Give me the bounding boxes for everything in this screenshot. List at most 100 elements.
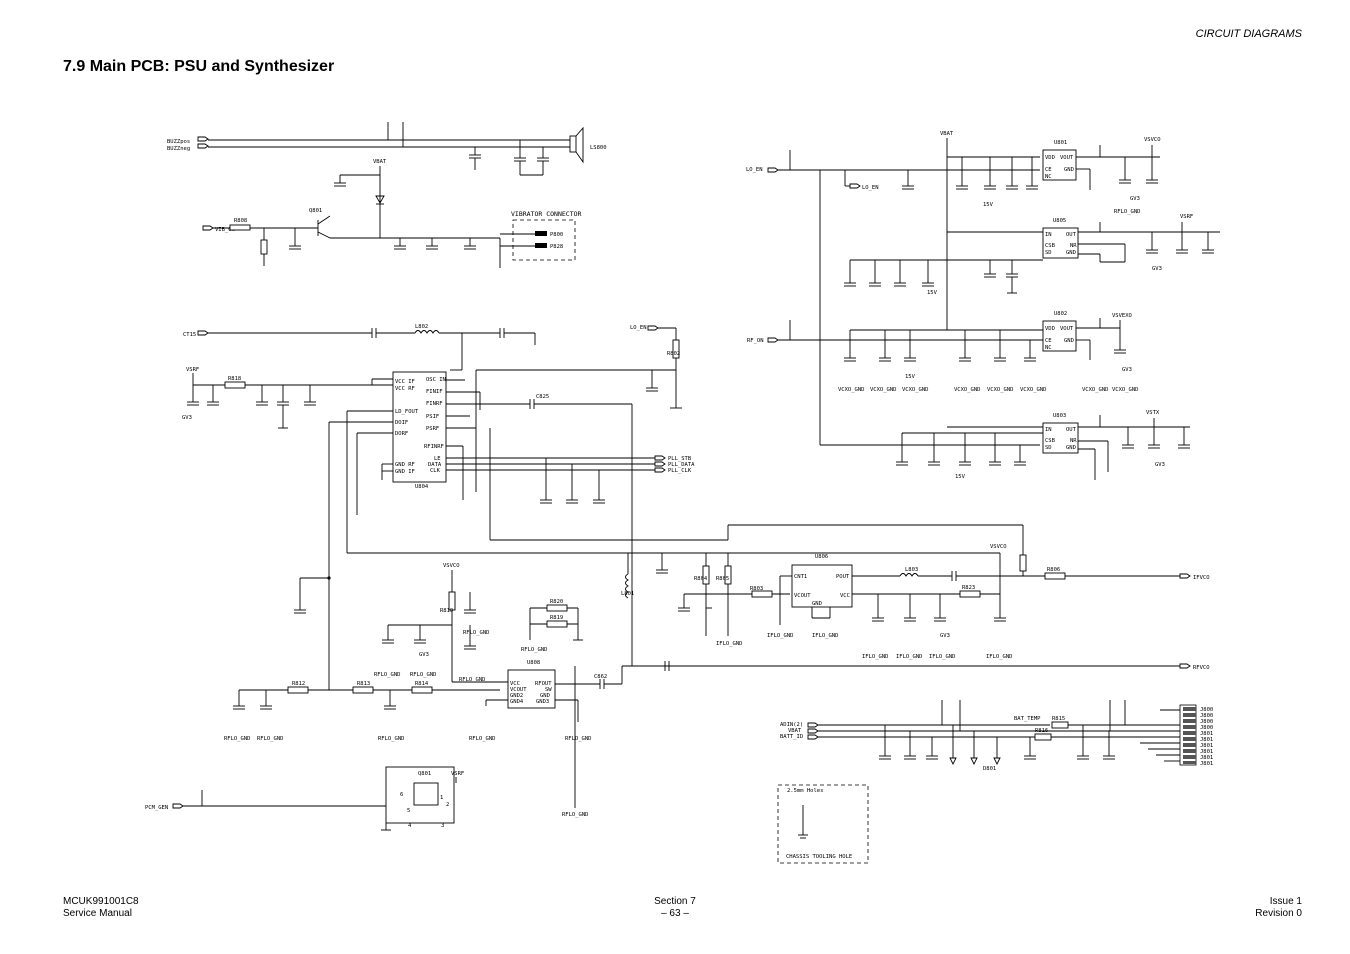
u802-pin-vout: VOUT xyxy=(1060,326,1074,332)
u803-pin-in: IN xyxy=(1045,427,1052,433)
vibrator-connector-title: VIBRATOR CONNECTOR xyxy=(511,210,582,218)
vcxo-gnd-h: VCXO_GND xyxy=(1112,387,1139,393)
u808-pin-gnd3: GND3 xyxy=(536,699,549,705)
net-label-vbat-conn: VBAT xyxy=(788,728,802,734)
u802-pin-gnd: GND xyxy=(1064,338,1074,344)
net-label-ct15: CT15 xyxy=(183,332,196,338)
u803-pin-out: OUT xyxy=(1066,427,1077,433)
u806-pin-vcc: VCC xyxy=(840,593,850,599)
u805-pin-in: IN xyxy=(1045,232,1052,238)
vcxo-gnd-a: VCXO_GND xyxy=(838,387,865,393)
iflo-gnd-d: IFLO_GND xyxy=(862,654,889,660)
q801-pin6: 6 xyxy=(400,792,403,798)
r805-label: R805 xyxy=(716,576,729,582)
gv3-label-b: GV3 xyxy=(419,652,429,658)
r802-label: R802 xyxy=(667,351,680,357)
u808-ic xyxy=(507,669,556,709)
net-label-lo-en: LO_EN xyxy=(746,167,763,173)
u804-pin-gndif: GND IF xyxy=(395,469,415,475)
u804-pin-gndrf: GND RF xyxy=(395,462,415,468)
d801-label: D801 xyxy=(983,766,996,772)
u806-pin-gnd: GND xyxy=(812,601,822,607)
conn-pin-6: J801 xyxy=(1200,743,1213,749)
l802-label: L802 xyxy=(415,324,428,330)
u801-pin-gnd: GND xyxy=(1064,167,1074,173)
v15-label-d: 15V xyxy=(955,474,966,480)
net-label-vsrf-q801: VSRF xyxy=(451,771,464,777)
gv3-label-f: GV3 xyxy=(1122,367,1132,373)
rflo-gnd-i: RFLO_GND xyxy=(469,736,496,742)
u805-pin-gnd: GND xyxy=(1066,250,1076,256)
revision: Revision 0 xyxy=(1255,908,1302,919)
net-label-ifvco: IFVCO xyxy=(1193,575,1210,581)
net-label-lo-en-b: LO_EN xyxy=(862,185,879,191)
r804-label: R804 xyxy=(694,576,708,582)
conn-pin-2: J800 xyxy=(1200,719,1213,725)
vibrator-connector-box xyxy=(512,219,576,261)
u804-pin-dorf: DORF xyxy=(395,431,408,437)
gv3-label-d: GV3 xyxy=(1130,196,1140,202)
u808-pin-vcout: VCOUT xyxy=(510,687,527,693)
u804-pin-clk: CLK xyxy=(430,468,441,474)
r823-label: R823 xyxy=(962,585,975,591)
net-label-batt-id: BATT_ID xyxy=(780,734,803,740)
v15-label-b: 15V xyxy=(927,290,938,296)
u802-ic xyxy=(1042,320,1077,352)
r808-label: R808 xyxy=(234,218,247,224)
l803-label: L803 xyxy=(905,567,918,573)
iflo-gnd-g: IFLO_GND xyxy=(986,654,1013,660)
u804-ic xyxy=(392,371,447,483)
u804-pin-psrf: PSRF xyxy=(426,426,439,432)
rflo-gnd-h: RFLO_GND xyxy=(521,647,548,653)
u801-pin-vdd: VDD xyxy=(1045,155,1055,161)
u803-label: U803 xyxy=(1053,413,1066,419)
net-label-buzz-neg: BUZZneg xyxy=(167,146,190,152)
u803-pin-sd: SD xyxy=(1045,445,1052,451)
u804-pin-vccrf: VCC RF xyxy=(395,386,415,392)
vcxo-gnd-f: VCXO_GND xyxy=(1020,387,1047,393)
u803-pin-nr: NR xyxy=(1070,438,1077,444)
net-label-vsvco-a: VSVCO xyxy=(443,563,460,569)
u802-label: U802 xyxy=(1054,311,1067,317)
doc-number: MCUK991001C8 xyxy=(63,896,139,907)
iflo-gnd-f: IFLO_GND xyxy=(929,654,956,660)
net-label-vsvexo: VSVEXO xyxy=(1112,313,1132,319)
u808-label: U808 xyxy=(527,660,540,666)
net-label-vsvco-c: VSVCO xyxy=(1144,137,1161,143)
synthesizer-section: CT15 L802 U804 VCC IF VCC RF LD_FOUT DOI… xyxy=(182,324,1024,666)
footer-center: Section 7 – 63 – xyxy=(0,896,1350,920)
footer-right: Issue 1 Revision 0 xyxy=(1255,896,1302,920)
u804-pin-rfinrf: RFINRF xyxy=(424,444,444,450)
vcxo-gnd-c: VCXO_GND xyxy=(902,387,929,393)
q801-pin1: 1 xyxy=(440,795,443,801)
mounting-holes-box xyxy=(777,784,869,864)
r819-label: R819 xyxy=(550,615,563,621)
edge-connector: J800 J800 J800 J800 J801 J801 J801 J801 … xyxy=(1179,704,1213,767)
u808-pin-vcc: VCC xyxy=(510,681,520,687)
rflo-gnd-c: RFLO_GND xyxy=(378,736,405,742)
u806-pin-pout: POUT xyxy=(836,574,850,580)
footer-left: MCUK991001C8 Service Manual xyxy=(63,896,139,920)
net-label-pcm-gen: PCM_GEN xyxy=(145,805,168,811)
q801-pin5: 5 xyxy=(407,808,410,814)
gv3-label-a: GV3 xyxy=(182,415,192,421)
u808-pin-sw: SW xyxy=(545,687,552,693)
u804-pin-le: LE xyxy=(434,456,441,462)
u801-pin-vout: VOUT xyxy=(1060,155,1074,161)
net-label-bat-temp: BAT_TEMP xyxy=(1014,716,1041,722)
u804-pin-finif: FINIF xyxy=(426,389,443,395)
conn-pin-9: J801 xyxy=(1200,761,1213,767)
u805-label: U805 xyxy=(1053,218,1066,224)
r813-label: R813 xyxy=(357,681,370,687)
u802-pin-ce: CE xyxy=(1045,338,1052,344)
footer-section: Section 7 xyxy=(654,896,696,907)
u803-ic xyxy=(1042,422,1079,454)
vcxo-gnd-b: VCXO_GND xyxy=(870,387,897,393)
u801-label: U801 xyxy=(1054,140,1067,146)
u804-pin-finrf: FINRF xyxy=(426,401,443,407)
r818-label: R818 xyxy=(228,376,241,382)
net-label-lo-en-synth: LO_EN xyxy=(630,325,647,331)
u805-pin-nr: NR xyxy=(1070,243,1077,249)
u806-pin-vcout: VCOUT xyxy=(794,593,811,599)
section-header: CIRCUIT DIAGRAMS xyxy=(1195,28,1302,40)
